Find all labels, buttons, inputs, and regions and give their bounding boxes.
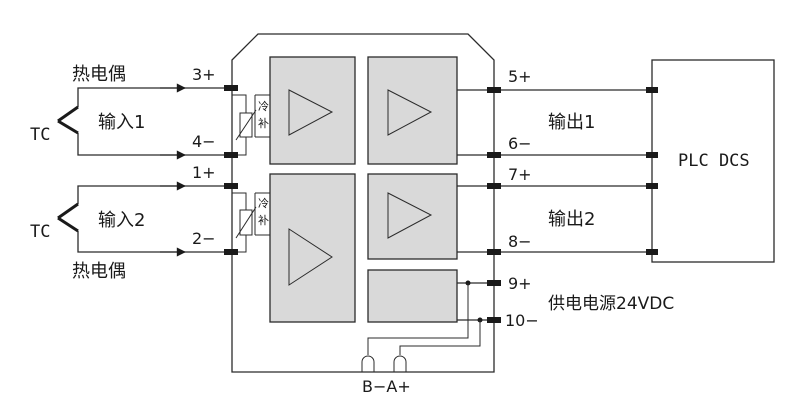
terminal-blocks bbox=[224, 85, 658, 323]
cold-junction-compensation-2: 冷 补 bbox=[232, 192, 270, 253]
input-wiring-1 bbox=[57, 83, 232, 160]
output-amp-block-2 bbox=[367, 173, 458, 260]
bus-label: B−A+ bbox=[362, 377, 411, 396]
terminal-9-label: 9+ bbox=[508, 274, 532, 293]
power-supply-label: 供电电源24VDC bbox=[548, 294, 674, 314]
power-supply-block bbox=[367, 269, 458, 323]
plc-dcs-box bbox=[651, 59, 775, 263]
terminal-10-label: 10− bbox=[505, 311, 539, 330]
input-amp-block-2 bbox=[269, 173, 356, 323]
isolator-housing bbox=[231, 33, 495, 373]
input-amp-block-1 bbox=[269, 56, 356, 165]
thermocouple-icon bbox=[57, 202, 79, 220]
terminal-2-label: 2− bbox=[192, 229, 216, 248]
terminal-7-label: 7+ bbox=[508, 165, 532, 184]
plc-dcs-label: PLC DCS bbox=[678, 151, 750, 171]
output-2-channel-label: 输出2 bbox=[548, 209, 595, 230]
amplifier-triangle-icon bbox=[288, 228, 333, 286]
cold-junction-compensation-1: 冷 补 bbox=[232, 94, 270, 156]
input-1-tc-label: TC bbox=[30, 125, 50, 145]
output-amp-block-1 bbox=[367, 56, 458, 165]
terminal-6-label: 6− bbox=[508, 134, 532, 153]
bus-connector bbox=[361, 355, 407, 372]
input-2-tc-label: TC bbox=[30, 222, 50, 242]
output-1-channel-label: 输出1 bbox=[548, 112, 595, 133]
amplifier-triangle-icon bbox=[288, 89, 334, 136]
input-wiring-2 bbox=[57, 181, 232, 257]
cold-junction-label-bottom: 补 bbox=[258, 214, 269, 227]
cold-junction-label-top: 冷 bbox=[258, 100, 269, 113]
terminal-1-label: 1+ bbox=[192, 163, 216, 182]
input-1-channel-label: 输入1 bbox=[98, 112, 145, 133]
amplifier-triangle-icon bbox=[387, 89, 433, 136]
thermocouple-icon bbox=[57, 105, 79, 123]
input-2-channel-label: 输入2 bbox=[98, 210, 145, 231]
terminal-8-label: 8− bbox=[508, 232, 532, 251]
terminal-3-label: 3+ bbox=[192, 65, 216, 84]
cold-junction-label-top: 冷 bbox=[258, 197, 269, 210]
input-1-sensor-label: 热电偶 bbox=[72, 64, 126, 85]
amplifier-triangle-icon bbox=[387, 192, 433, 239]
terminal-4-label: 4− bbox=[192, 132, 216, 151]
cold-junction-label-bottom: 补 bbox=[258, 117, 269, 130]
input-2-sensor-label: 热电偶 bbox=[72, 261, 126, 282]
terminal-5-label: 5+ bbox=[508, 67, 532, 86]
